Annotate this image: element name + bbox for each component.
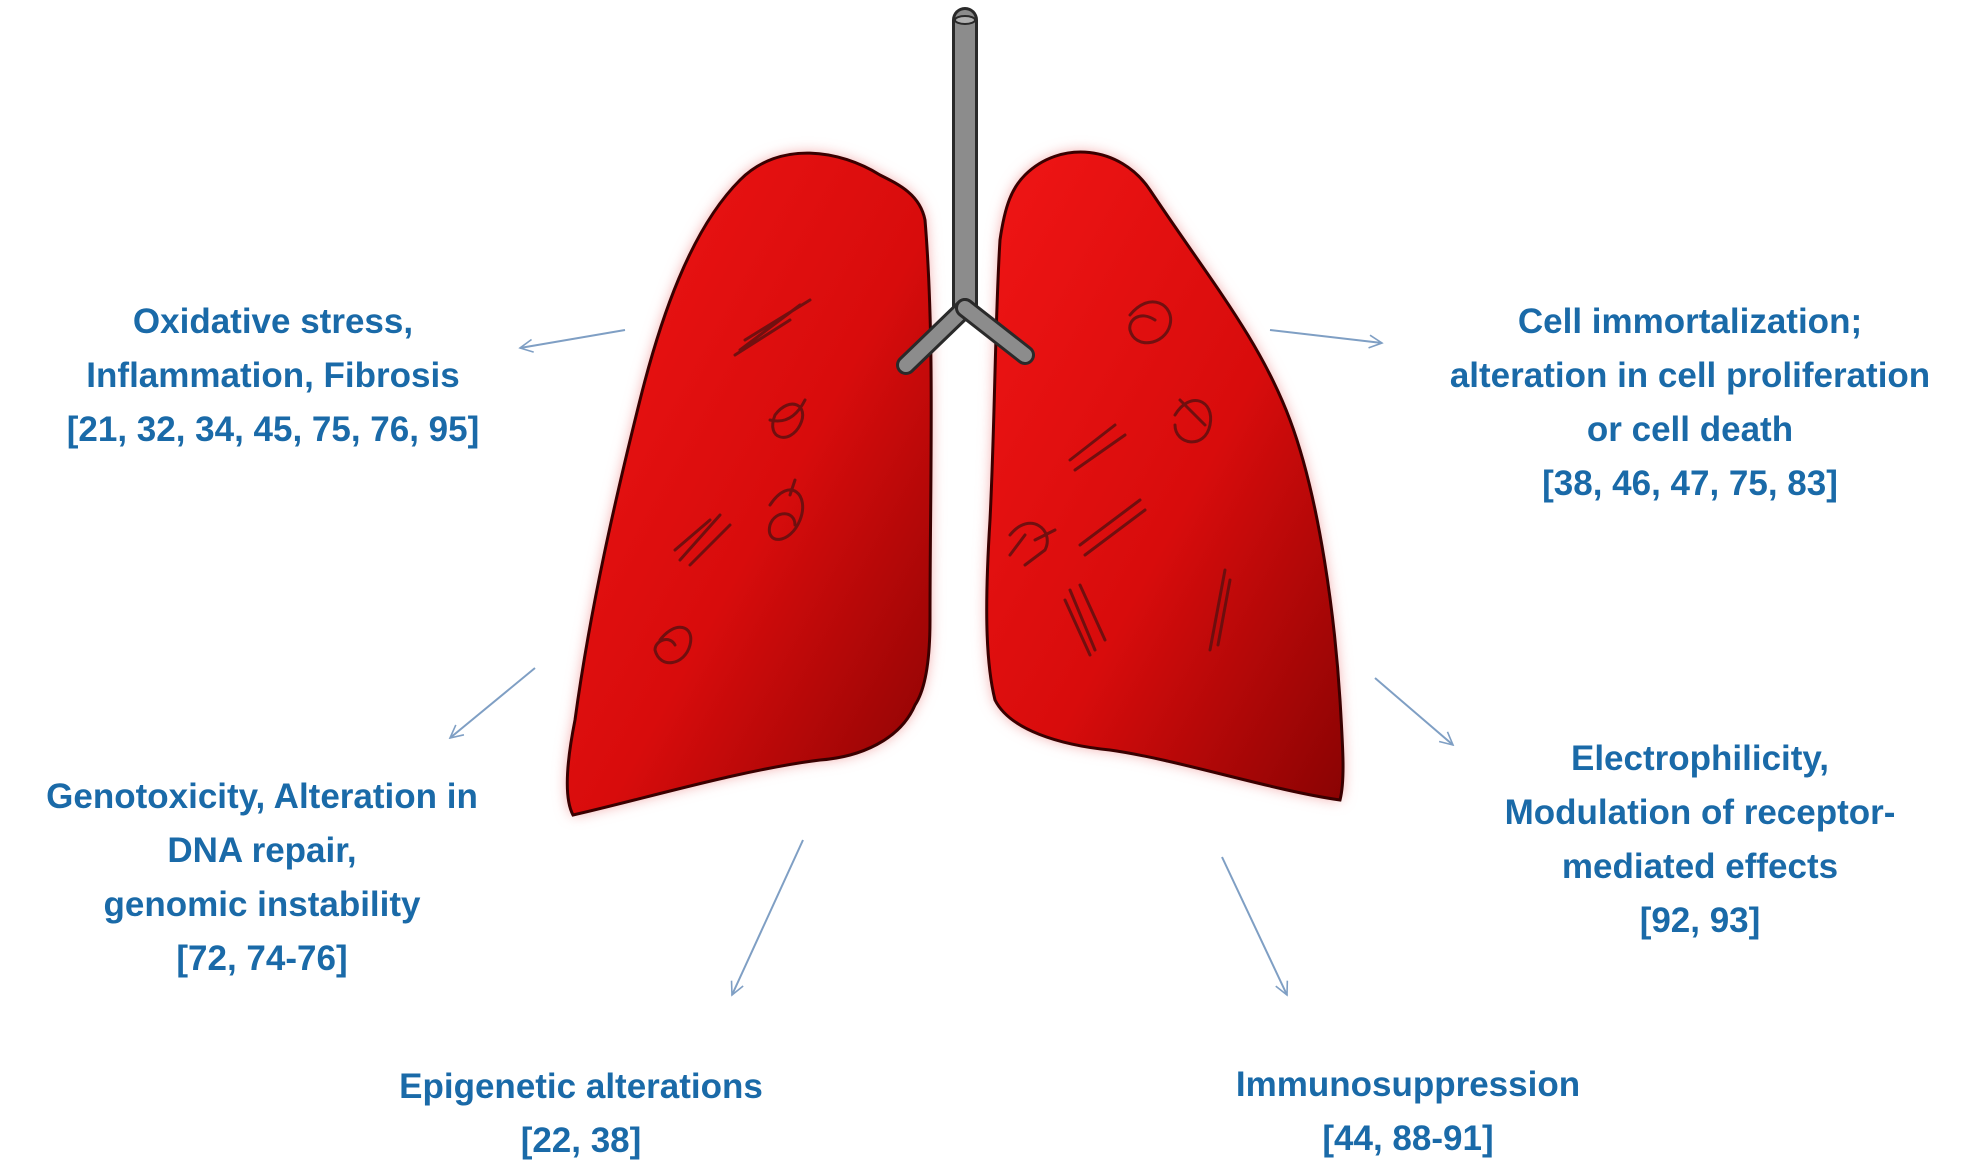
label-line: Oxidative stress, (132, 302, 414, 341)
label-line: mediated effects (1561, 847, 1839, 886)
label-genotoxicity: Genotoxicity, Alteration in DNA repair, … (46, 770, 478, 986)
label-line: genomic instability (103, 885, 421, 924)
label-line: Electrophilicity, (1570, 739, 1830, 778)
arrow-icon (1221, 856, 1287, 995)
label-cell-immortalization: Cell immortalization; alteration in cell… (1450, 295, 1930, 511)
label-immunosuppression: Immunosuppression [44, 88-91] (1236, 1058, 1580, 1166)
label-refs: [22, 38] (520, 1121, 642, 1160)
label-oxidative-stress: Oxidative stress, Inflammation, Fibrosis… (67, 295, 480, 457)
label-refs: [21, 32, 34, 45, 75, 76, 95] (66, 410, 480, 449)
label-line: Inflammation, Fibrosis (86, 356, 460, 395)
label-refs: [38, 46, 47, 75, 83] (1542, 464, 1838, 503)
label-refs: [44, 88-91] (1322, 1119, 1494, 1158)
label-line: Epigenetic alterations (399, 1067, 763, 1106)
particle-deposit-icon (653, 298, 1232, 665)
arrow-icon (520, 329, 626, 348)
label-refs: [92, 93] (1639, 901, 1761, 940)
label-epigenetic: Epigenetic alterations [22, 38] (399, 1060, 763, 1168)
label-line: DNA repair, (167, 831, 357, 870)
label-line: Modulation of receptor- (1504, 793, 1896, 832)
trachea-icon (896, 7, 1035, 375)
arrow-icon (1269, 329, 1382, 343)
arrow-icon (732, 839, 804, 995)
label-line: or cell death (1586, 410, 1794, 449)
label-line: alteration in cell proliferation (1449, 356, 1931, 395)
label-electrophilicity: Electrophilicity, Modulation of receptor… (1505, 732, 1896, 948)
lung-right-icon (985, 150, 1345, 802)
arrow-group (450, 329, 1453, 995)
lung-left-icon (565, 151, 933, 817)
label-line: Genotoxicity, Alteration in (46, 777, 478, 816)
arrow-icon (1374, 677, 1453, 745)
label-refs: [72, 74-76] (176, 939, 348, 978)
label-line: Cell immortalization; (1517, 302, 1863, 341)
label-line: Immunosuppression (1235, 1065, 1581, 1104)
arrow-icon (450, 667, 536, 738)
